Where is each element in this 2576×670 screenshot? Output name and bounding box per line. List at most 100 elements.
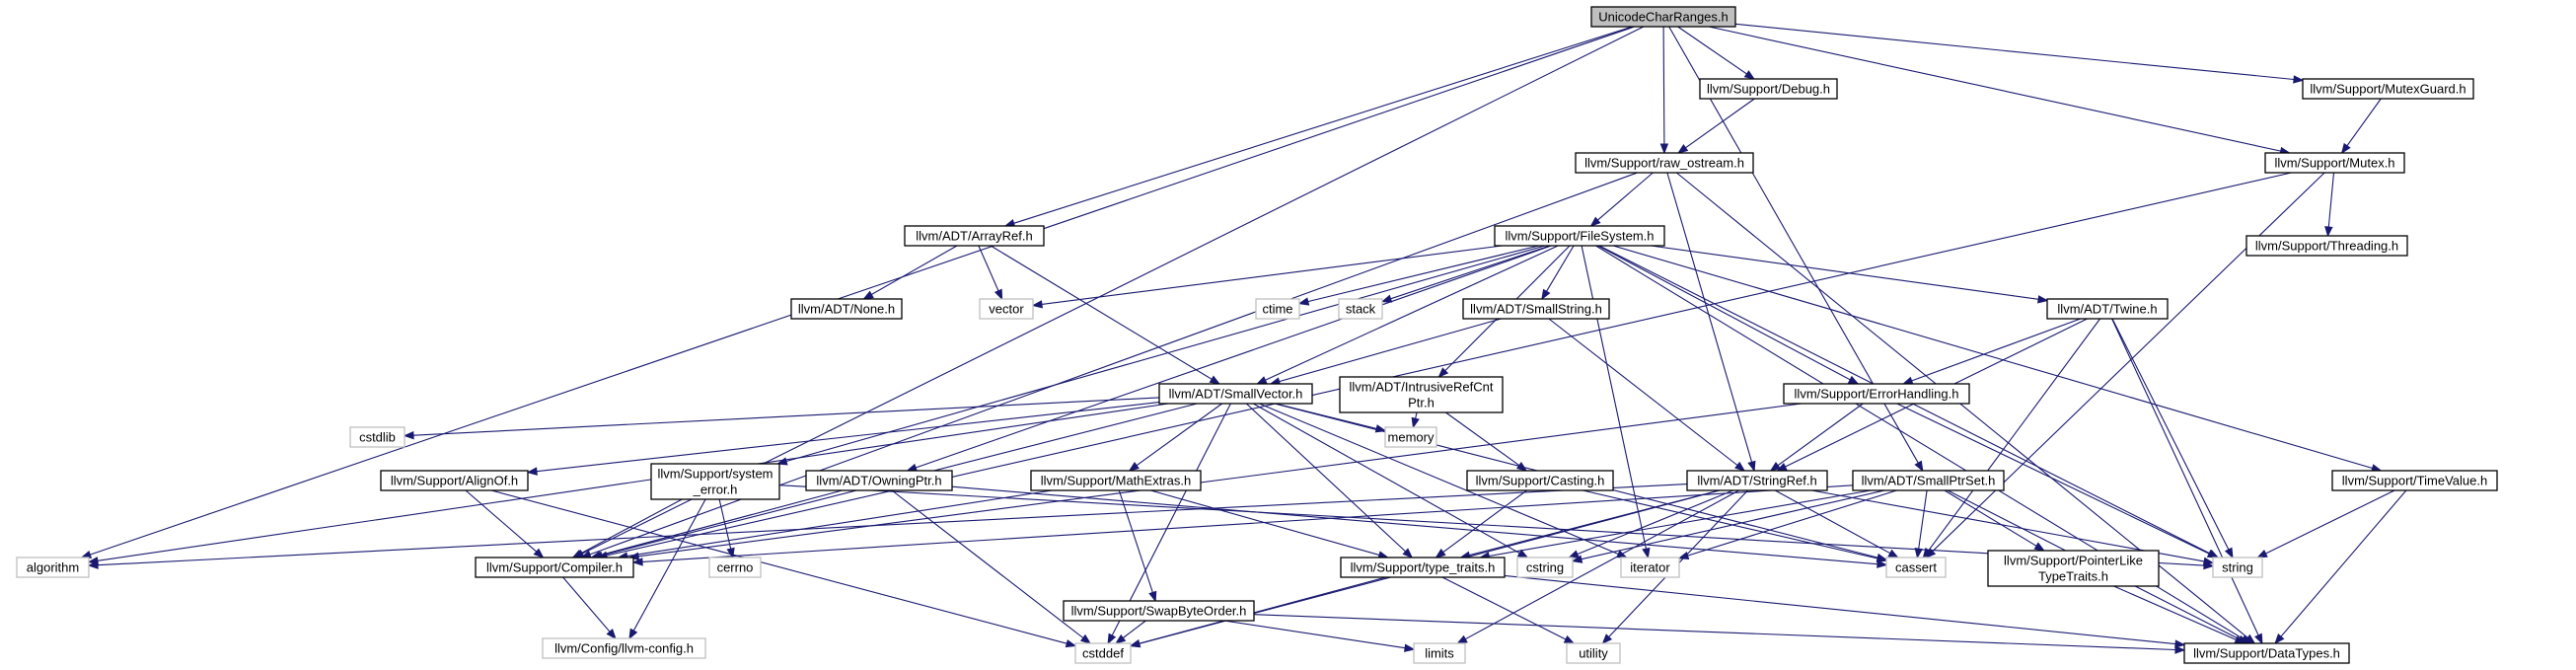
- edge-arrowhead: [1589, 216, 1601, 227]
- edge-line: [2113, 585, 2237, 640]
- node-box: [1575, 152, 1754, 174]
- node-box: [1620, 557, 1680, 578]
- edge-stringref-to-limits: [1456, 489, 1739, 644]
- node-mutex[interactable]: llvm/Support/Mutex.h: [2264, 152, 2405, 174]
- node-smallvector[interactable]: llvm/ADT/SmallVector.h: [1158, 383, 1313, 405]
- node-arrayref[interactable]: llvm/ADT/ArrayRef.h: [904, 225, 1045, 247]
- edge-arrowhead: [726, 547, 735, 559]
- node-label: llvm/Support/TimeValue.h: [2342, 474, 2487, 488]
- node-errorhandling[interactable]: llvm/Support/ErrorHandling.h: [1783, 383, 1970, 405]
- edge-line: [785, 245, 1545, 463]
- node-alignof[interactable]: llvm/Support/AlignOf.h: [380, 470, 529, 491]
- edge-line: [1441, 576, 1567, 640]
- edge-arrowhead: [2033, 542, 2045, 552]
- node-label: cassert: [1895, 560, 1937, 575]
- node-casting[interactable]: llvm/Support/Casting.h: [1466, 470, 1614, 491]
- node-mathextras[interactable]: llvm/Support/MathExtras.h: [1030, 470, 1202, 491]
- node-none[interactable]: llvm/ADT/None.h: [790, 298, 903, 320]
- node-label: llvm/Support/FileSystem.h: [1506, 229, 1655, 244]
- node-root[interactable]: UnicodeCharRanges.h: [1590, 6, 1736, 28]
- edge-arrowhead: [1914, 548, 1923, 559]
- node-mutexguard[interactable]: llvm/Support/MutexGuard.h: [2302, 78, 2474, 100]
- edge-typetraits-to-cstddef: [1129, 576, 1386, 648]
- node-compiler[interactable]: llvm/Support/Compiler.h: [475, 557, 634, 578]
- edge-alignof-to-cstddef: [490, 489, 1077, 648]
- edge-swapbyteorder-to-cstddef: [1114, 620, 1146, 644]
- edge-line: [1775, 489, 1891, 555]
- edge-pointerlike-to-datatypes: [2113, 585, 2245, 644]
- edge-arrowhead: [1677, 551, 1690, 560]
- edge-arrowhead: [1563, 634, 1576, 644]
- edge-arrowhead: [2174, 639, 2186, 648]
- edge-line: [1390, 245, 1551, 300]
- edge-arrowhead: [1642, 547, 1651, 559]
- node-algorithm: algorithm: [16, 557, 90, 578]
- node-systemerror[interactable]: llvm/Support/system_error.h: [650, 463, 780, 500]
- node-box: [1852, 470, 2005, 491]
- edge-line: [1582, 489, 1878, 559]
- edge-line: [2346, 98, 2382, 147]
- node-box: [2264, 152, 2405, 174]
- node-threading[interactable]: llvm/Support/Threading.h: [2245, 235, 2408, 257]
- edge-mathextras-to-swapbyteorder: [1118, 489, 1157, 603]
- node-label: llvm/Config/llvm-config.h: [554, 641, 694, 656]
- node-label: llvm/Support/Threading.h: [2255, 239, 2398, 254]
- node-box: [1466, 470, 1614, 491]
- edge-root-to-mutexguard: [1734, 23, 2305, 84]
- edge-typetraits-to-utility: [1441, 576, 1576, 644]
- edge-swapbyteorder-to-limits: [1223, 620, 1416, 652]
- node-label: llvm/Support/Casting.h: [1476, 474, 1605, 488]
- node-stringref[interactable]: llvm/ADT/StringRef.h: [1686, 470, 1828, 491]
- edge-line: [1307, 245, 1539, 303]
- edge-mutexguard-to-mutex: [2340, 98, 2382, 155]
- edge-line: [632, 498, 706, 632]
- edge-line: [1546, 245, 1575, 292]
- node-timevalue[interactable]: llvm/Support/TimeValue.h: [2331, 470, 2498, 491]
- node-iterator: iterator: [1620, 557, 1680, 578]
- edge-arrayref-to-smallvector: [990, 245, 1221, 385]
- edge-line: [2111, 318, 2259, 636]
- node-smallptrset[interactable]: llvm/ADT/SmallPtrSet.h: [1852, 470, 2005, 491]
- node-twine[interactable]: llvm/ADT/Twine.h: [2046, 298, 2169, 320]
- node-smallstring[interactable]: llvm/ADT/SmallString.h: [1462, 298, 1610, 320]
- edge-arrowhead: [628, 628, 638, 640]
- edge-smallvector-to-typetraits: [1245, 403, 1414, 558]
- node-string: string: [2212, 557, 2263, 578]
- edge-twine-to-cassert: [1922, 318, 2101, 559]
- node-owningptr[interactable]: llvm/ADT/OwningPtr.h: [805, 470, 953, 491]
- node-box: [1566, 642, 1621, 664]
- node-label: cerrno: [717, 560, 754, 575]
- edge-twine-to-string: [2111, 318, 2234, 559]
- edge-stringref-to-algorithm: [87, 484, 1688, 569]
- node-label: cstddef: [1082, 646, 1124, 661]
- node-swapbyteorder[interactable]: llvm/Support/SwapByteOrder.h: [1063, 600, 1255, 622]
- edge-arrowhead: [2274, 633, 2285, 645]
- edge-line: [1932, 172, 2325, 553]
- edge-arrowhead: [1411, 416, 1420, 429]
- node-label: cstdlib: [359, 430, 396, 445]
- node-stack: stack: [1338, 298, 1383, 320]
- node-box: [1699, 78, 1838, 100]
- edge-arrowhead: [2224, 547, 2234, 559]
- node-filesystem[interactable]: llvm/Support/FileSystem.h: [1494, 225, 1665, 247]
- edge-arrowhead: [2254, 633, 2263, 645]
- node-box: [1074, 642, 1132, 664]
- edge-line: [1581, 245, 1648, 550]
- edge-owningptr-to-cassert: [951, 485, 1888, 568]
- edge-line: [1896, 403, 2210, 555]
- edge-arrowhead: [2245, 633, 2256, 644]
- edge-line: [1597, 245, 1851, 381]
- node-debug[interactable]: llvm/Support/Debug.h: [1699, 78, 1838, 100]
- edge-arrowhead: [1747, 460, 1756, 473]
- node-typetraits[interactable]: llvm/Support/type_traits.h: [1340, 557, 1506, 578]
- node-rawostream[interactable]: llvm/Support/raw_ostream.h: [1575, 152, 1754, 174]
- edge-line: [1442, 489, 1527, 554]
- edge-line: [1415, 411, 1418, 419]
- edge-arrowhead: [2324, 226, 2333, 238]
- node-datatypes[interactable]: llvm/Support/DataTypes.h: [2183, 642, 2350, 664]
- edge-filesystem-to-smallstring: [1541, 245, 1575, 301]
- edge-line: [891, 489, 1084, 638]
- edge-line: [1777, 403, 1864, 467]
